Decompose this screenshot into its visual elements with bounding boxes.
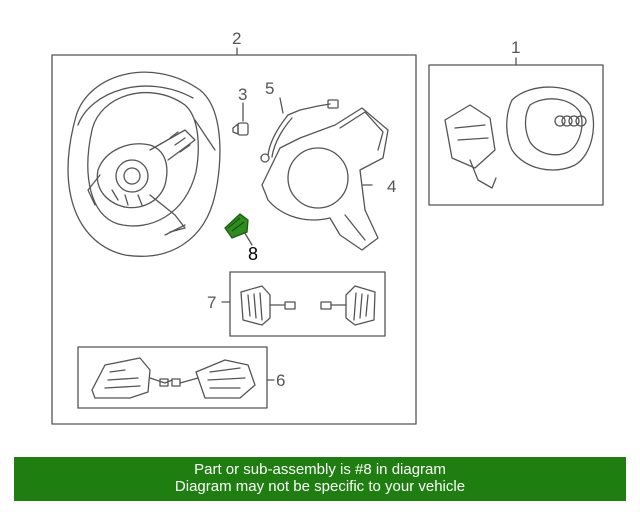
callout-2: 2 (232, 29, 242, 48)
assembly-box-1 (428, 64, 604, 206)
callout-5: 5 (265, 79, 275, 98)
assembly-box-2 (51, 54, 417, 425)
bolt-part-3 (232, 102, 249, 136)
callout-1: 1 (511, 38, 521, 57)
callout-3: 3 (238, 85, 248, 104)
steering-wheel-drawing (67, 71, 221, 257)
banner-line-1: Part or sub-assembly is #8 in diagram (194, 461, 446, 478)
info-banner: Part or sub-assembly is #8 in diagram Di… (14, 457, 626, 501)
assembly-box-6 (77, 346, 268, 409)
wire-harness-part-5 (260, 97, 339, 163)
switch-buttons-part-6 (91, 357, 256, 399)
banner-line-2: Diagram may not be specific to your vehi… (174, 478, 466, 495)
airbag-module-part-1 (444, 86, 595, 189)
parts-diagram (51, 47, 604, 425)
callout-4: 4 (387, 177, 397, 196)
callout-6: 6 (276, 371, 286, 390)
lower-cover-part-4 (261, 107, 389, 251)
highlighted-part-8 (224, 213, 249, 239)
callout-8: 8 (248, 244, 259, 264)
assembly-box-7 (229, 271, 386, 337)
callout-7: 7 (207, 293, 217, 312)
paddle-shifters-part-7 (240, 285, 376, 326)
